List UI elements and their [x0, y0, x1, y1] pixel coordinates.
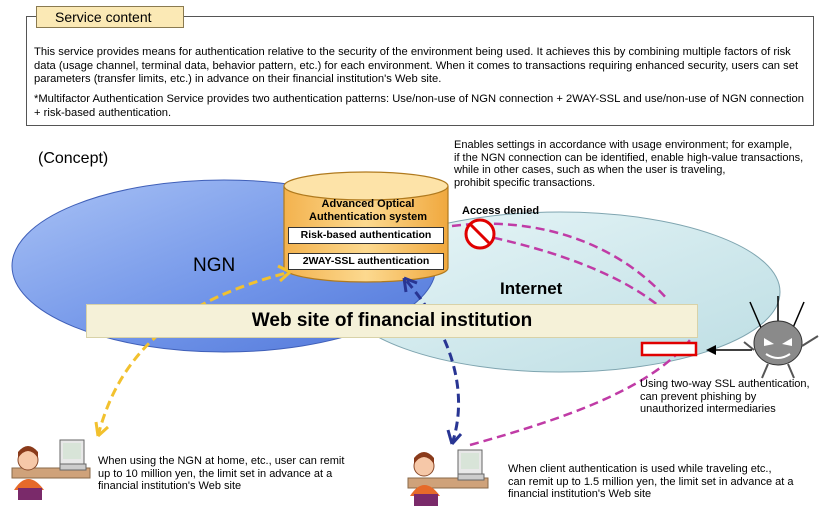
system-title-line1: Advanced Optical [321, 198, 415, 210]
financial-website-banner: Web site of financial institution [86, 304, 698, 338]
user-traveling-icon [407, 449, 489, 506]
internet-label: Internet [500, 279, 563, 298]
home-note-line: When using the NGN at home, etc., user c… [98, 455, 345, 467]
system-title-line2: Authentication system [309, 211, 427, 223]
usage-note-line: Enables settings in accordance with usag… [454, 139, 793, 151]
home-access-arrow [96, 270, 291, 437]
ssl-phishing-note: Using two-way SSL authentication, can pr… [640, 378, 822, 416]
service-content-title: Service content [36, 6, 184, 28]
user-at-home-icon [11, 439, 91, 500]
travel-access-arrow [402, 277, 460, 445]
ssl-access-path [469, 339, 691, 447]
ssl-auth-box: 2WAY-SSL authentication [288, 253, 444, 270]
system-title: Advanced Optical Authentication system [290, 198, 446, 224]
ssl-note-line: unauthorized intermediaries [640, 403, 776, 416]
ngn-label: NGN [193, 255, 236, 276]
service-description: This service provides means for authenti… [34, 46, 799, 86]
usage-note-line: if the NGN connection can be identified,… [454, 151, 804, 164]
prohibited-icon [464, 218, 496, 250]
ssl-note-line: can prevent phishing by [640, 390, 757, 403]
phishing-intruder-icon [743, 296, 819, 379]
service-footnote: *Multifactor Authentication Service prov… [34, 93, 804, 119]
home-note-line: financial institution's Web site [98, 480, 242, 493]
travel-user-note: When client authentication is used while… [508, 463, 820, 501]
travel-note-line: can remit up to 1.5 million yen, the lim… [508, 475, 794, 488]
home-note-line: up to 10 million yen, the limit set in a… [98, 467, 333, 480]
travel-note-line: financial institution's Web site [508, 488, 652, 501]
travel-note-line: When client authentication is used while… [508, 463, 772, 475]
ssl-note-line: Using two-way SSL authentication, [640, 378, 810, 390]
usage-note-line: while in other cases, such as when the u… [454, 164, 726, 177]
usage-note-line: prohibit specific transactions. [454, 176, 596, 189]
concept-label: (Concept) [38, 150, 109, 167]
access-denied-label: Access denied [462, 205, 540, 217]
ssl-lock-bar-icon [640, 341, 698, 357]
usage-environment-note: Enables settings in accordance with usag… [454, 139, 822, 189]
service-content-box [26, 16, 814, 126]
home-user-note: When using the NGN at home, etc., user c… [98, 455, 388, 493]
risk-auth-box: Risk-based authentication [288, 227, 444, 244]
